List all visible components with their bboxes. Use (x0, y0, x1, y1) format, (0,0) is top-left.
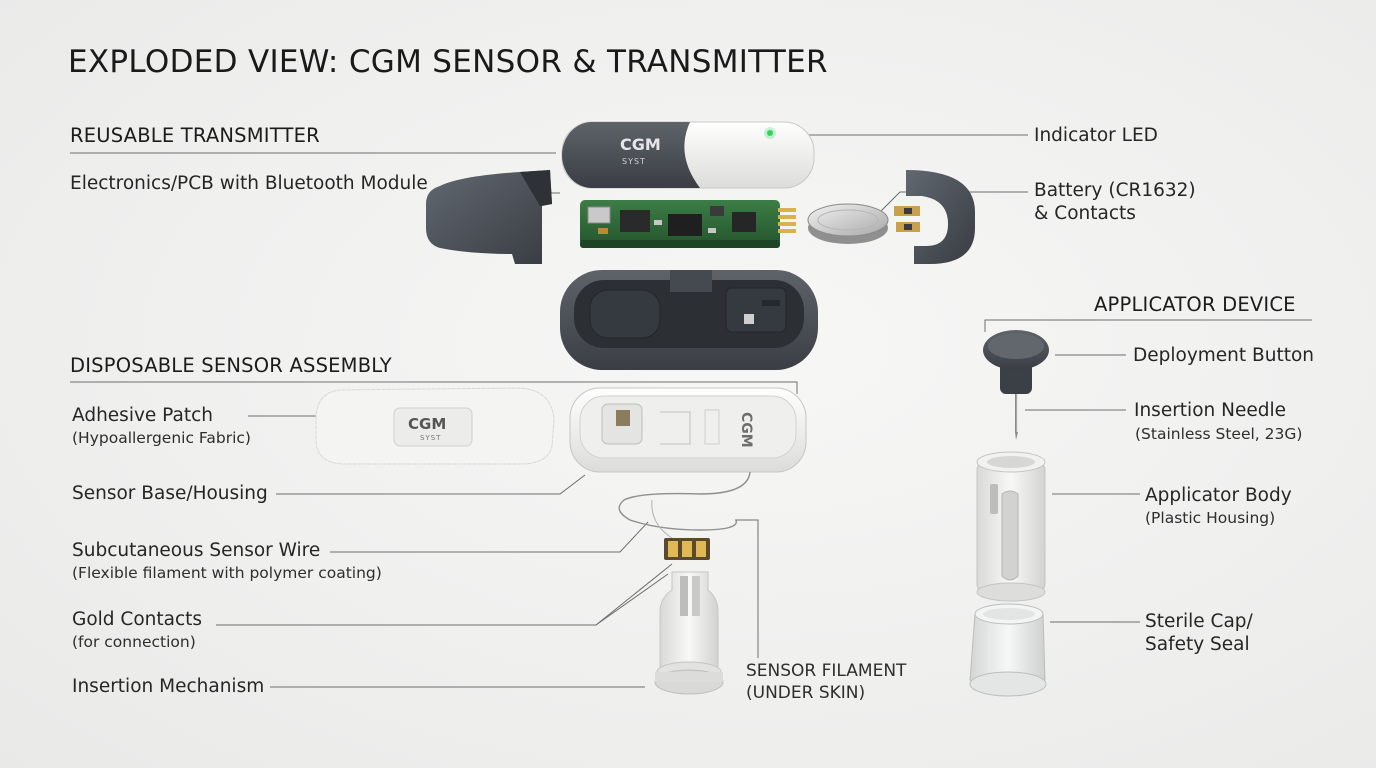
transmitter-left-end-cap (426, 170, 552, 264)
applicator-deployment-button (983, 330, 1049, 394)
label-battery: Battery (CR1632) (1034, 180, 1196, 201)
label-sensor-wire: Subcutaneous Sensor Wire (72, 540, 321, 561)
label-insertion-mechanism: Insertion Mechanism (72, 676, 265, 697)
label-adhesive-patch-sub: (Hypoallergenic Fabric) (72, 429, 251, 447)
applicator-needle (1015, 394, 1018, 440)
sensor-wire-filament (618, 471, 751, 539)
applicator-section-rule (984, 319, 1312, 332)
base-brand-mark: CGM (738, 412, 754, 448)
transmitter-right-end-cap (894, 170, 975, 264)
insertion-mechanism (654, 571, 724, 695)
battery-leader (879, 191, 1028, 213)
label-applicator-body: Applicator Body (1145, 485, 1292, 506)
transmitter-bottom-housing (560, 270, 818, 370)
label-indicator-led: Indicator LED (1034, 125, 1158, 146)
label-gold-contacts: Gold Contacts (72, 609, 203, 630)
coin-battery (807, 203, 889, 244)
sensor-base-leader (276, 474, 586, 495)
sensor-wire-leader (330, 521, 649, 553)
label-electronics-pcb: Electronics/PCB with Bluetooth Module (70, 173, 428, 194)
label-gold-contacts-sub: (for connection) (72, 633, 196, 651)
section-heading-applicator: APPLICATOR DEVICE (1094, 293, 1296, 316)
label-sterile-cap: Sterile Cap/ (1145, 611, 1253, 632)
sensor-section-rule (70, 381, 798, 394)
top-cover-sub-mark: SYST (622, 157, 646, 166)
label-insertion-needle-sub: (Stainless Steel, 23G) (1135, 425, 1303, 443)
applicator-sterile-cap (969, 603, 1047, 697)
patch-sub-mark: SYST (420, 434, 441, 442)
label-battery-contacts: & Contacts (1034, 203, 1136, 224)
applicator-body (976, 451, 1046, 602)
label-sensor-base: Sensor Base/Housing (72, 483, 268, 504)
label-sensor-filament-sub: (UNDER SKIN) (746, 683, 866, 703)
section-heading-transmitter: REUSABLE TRANSMITTER (70, 124, 320, 147)
label-deployment-button: Deployment Button (1133, 345, 1315, 366)
sensor-filament-leader (735, 519, 759, 658)
leader-lines (70, 134, 1312, 688)
label-applicator-body-sub: (Plastic Housing) (1145, 509, 1276, 527)
section-heading-sensor: DISPOSABLE SENSOR ASSEMBLY (70, 354, 392, 377)
sensor-base-housing: CGM (569, 387, 807, 473)
label-insertion-needle: Insertion Needle (1134, 400, 1286, 421)
transmitter-top-cover: CGM SYST (561, 121, 815, 189)
gold-contacts-leader-2 (595, 573, 669, 626)
label-sensor-wire-sub: (Flexible filament with polymer coating) (72, 564, 382, 582)
label-sensor-filament: SENSOR FILAMENT (746, 661, 907, 681)
label-safety-seal: Safety Seal (1145, 634, 1250, 655)
diagram-title: EXPLODED VIEW: CGM SENSOR & TRANSMITTER (68, 44, 828, 80)
adhesive-patch: CGM SYST (315, 387, 555, 465)
label-adhesive-patch: Adhesive Patch (72, 405, 213, 426)
indicator-led-light (767, 130, 773, 136)
patch-brand-mark: CGM (408, 415, 446, 433)
top-cover-brand-mark: CGM (620, 135, 661, 154)
pcb-board (580, 200, 796, 248)
gold-contacts-chip (664, 538, 710, 560)
